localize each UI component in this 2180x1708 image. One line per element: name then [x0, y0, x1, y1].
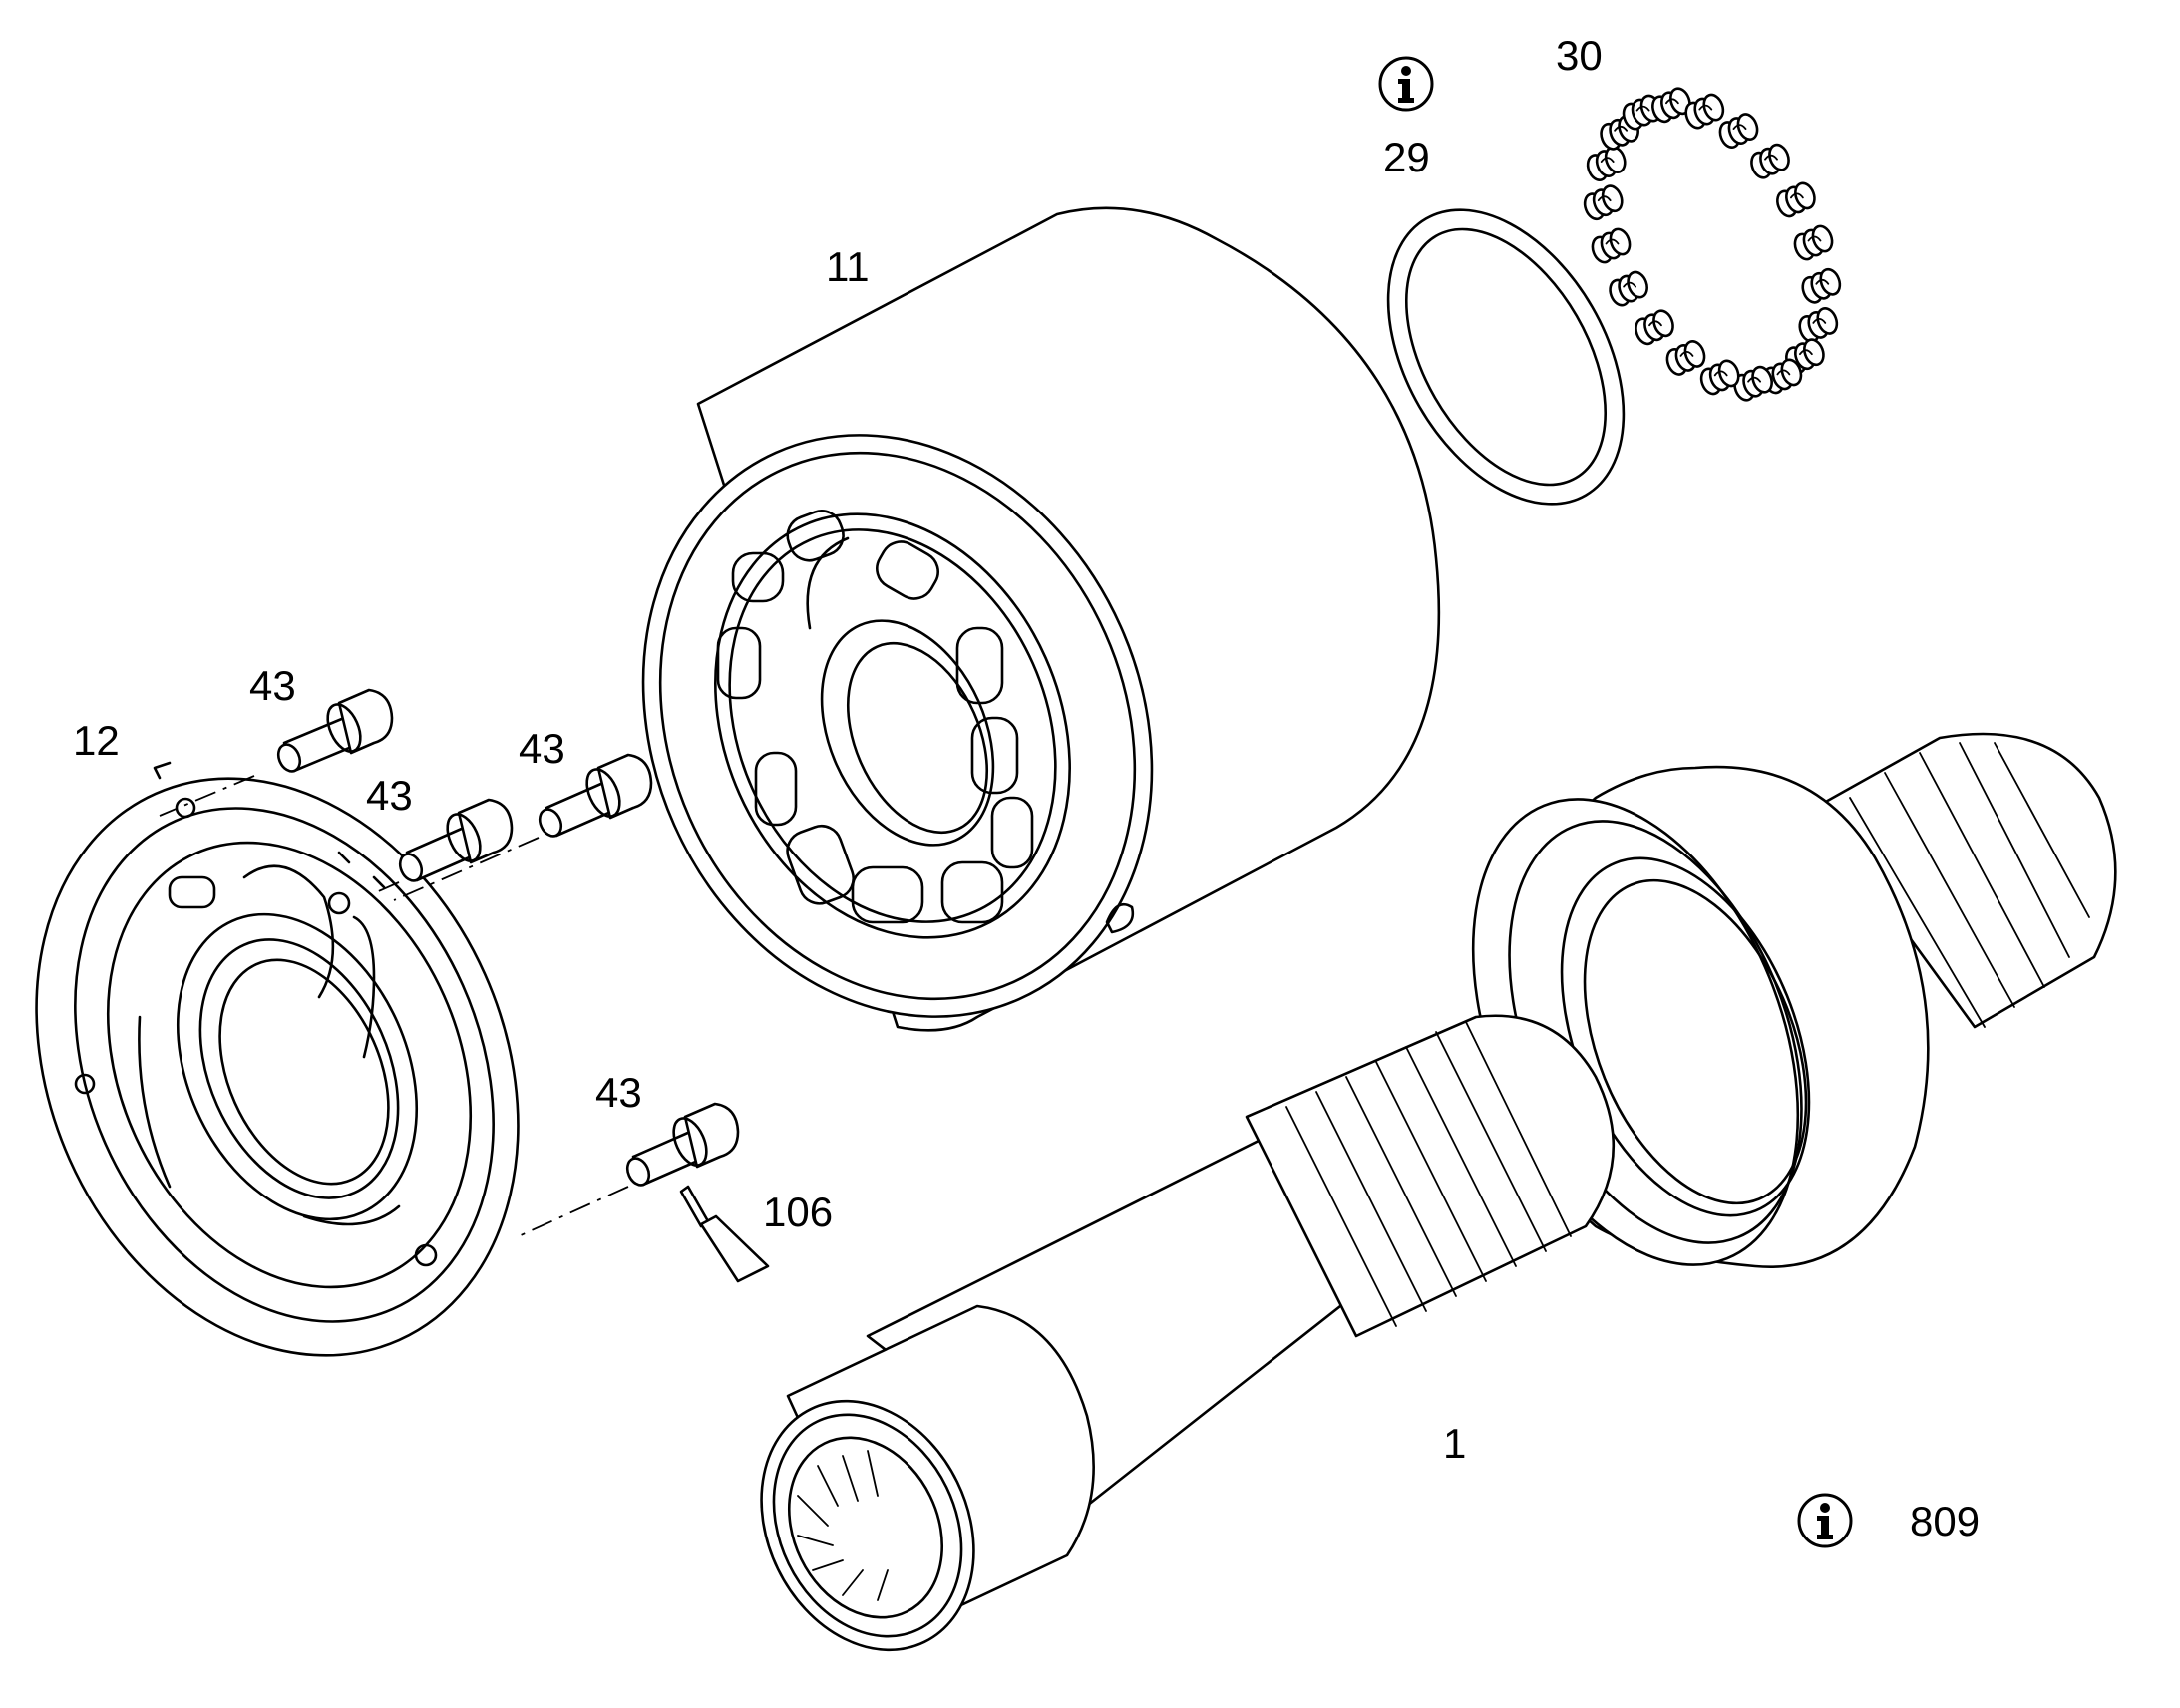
spring-coil: [1665, 340, 1706, 376]
spring-coil: [1750, 143, 1790, 179]
callout-1: 1: [1443, 1420, 1467, 1467]
callout-11: 11: [826, 243, 870, 290]
shim-ring-part-29: [1386, 208, 1626, 506]
spring-coil: [1801, 267, 1842, 304]
spring-coil: [1699, 359, 1740, 396]
callout-12: 12: [73, 717, 120, 764]
spring-coil: [1591, 227, 1632, 264]
screw-43-c: [538, 753, 653, 838]
spring-coil: [1793, 224, 1834, 261]
callout-43-b: 43: [366, 772, 413, 819]
spring-coil: [1798, 307, 1839, 343]
callout-30: 30: [1556, 32, 1603, 79]
info-icon: [1378, 56, 1434, 112]
callout-43-a: 43: [249, 662, 296, 709]
callout-43-c: 43: [519, 725, 565, 772]
drive-shaft-part-1: [760, 732, 2117, 1652]
screw-43-d: [625, 1102, 740, 1187]
spring-coil: [1583, 184, 1624, 221]
callout-809: 809: [1910, 1498, 1981, 1544]
callout-106: 106: [763, 1189, 834, 1235]
spring-set-part-30: [1583, 87, 1842, 402]
control-plate-part-12: [35, 761, 520, 1357]
spring-coil: [1733, 365, 1773, 402]
spring-coil: [1684, 93, 1725, 130]
spring-coil: [1776, 181, 1816, 218]
adhesive-tube-part-106: [679, 1185, 770, 1283]
spring-coil: [1651, 87, 1691, 124]
assembly-lines: [159, 775, 629, 1237]
callout-29: 29: [1383, 134, 1430, 180]
spring-coil: [1609, 270, 1648, 307]
screw-43-a: [276, 688, 394, 773]
callout-43-d: 43: [595, 1069, 642, 1116]
spring-coil: [1762, 358, 1803, 395]
spring-coil: [1718, 113, 1759, 149]
info-icon: [1797, 1493, 1853, 1548]
spring-coil: [1586, 146, 1627, 181]
spring-coil: [1635, 309, 1674, 346]
cylinder-block-part-11: [641, 206, 1441, 1032]
screw-43-b: [398, 798, 514, 882]
